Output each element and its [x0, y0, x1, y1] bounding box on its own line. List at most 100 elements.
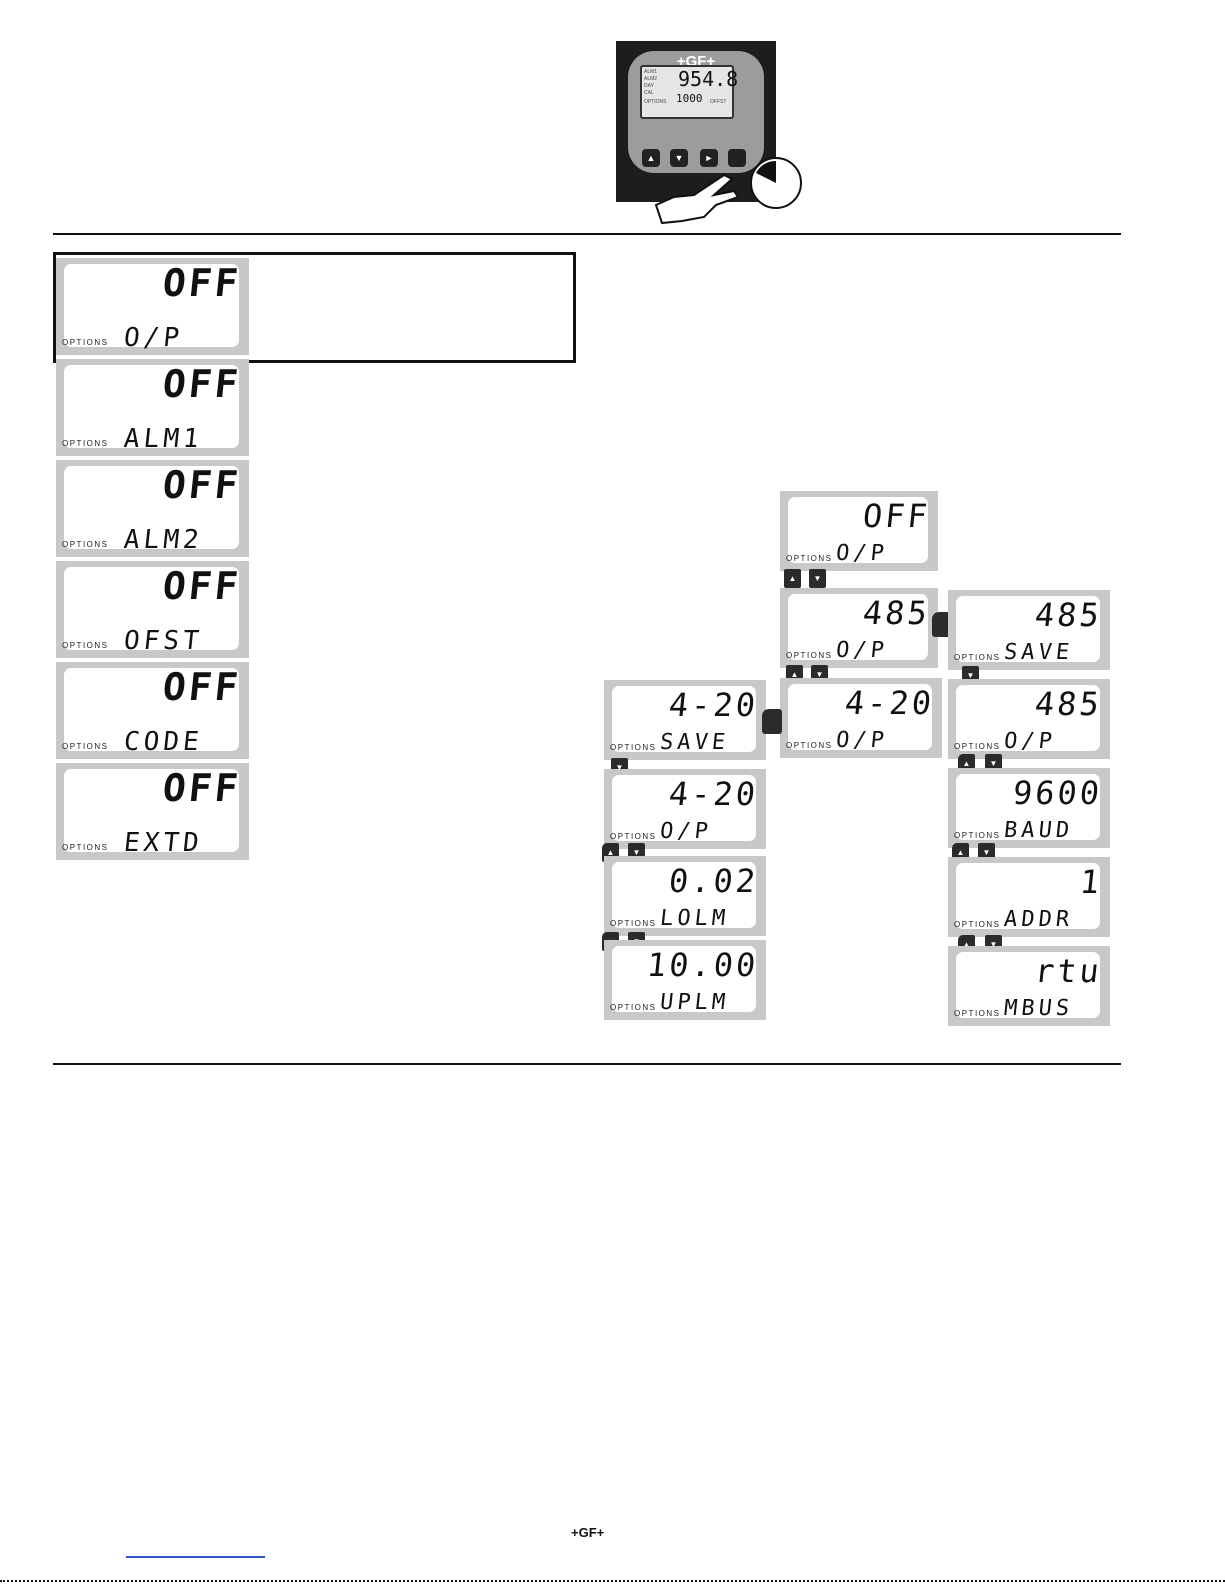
options-label: OPTIONS [954, 831, 1001, 840]
lcd-menu-alarm2[interactable]: OFF OPTIONS ALM2 [56, 460, 249, 557]
lcd-value: OFF [161, 564, 244, 608]
device-secondary-value: 1000 [676, 92, 703, 105]
lcd-value: 485 [861, 594, 932, 632]
lcd-face [788, 497, 928, 563]
lcd-value: OFF [161, 362, 244, 406]
lcd-value: 1 [1077, 863, 1104, 901]
down-key-icon: ▼ [809, 569, 826, 588]
lcd-label: O/P [122, 323, 185, 353]
hold-timer-icon [750, 157, 802, 209]
lcd-value: 4-20 [842, 684, 936, 722]
meter-device: +GF+ ALM1 ALM2 DAY CAL OPTIONS OFFST 954… [616, 41, 802, 225]
lcd-value: 10.00 [644, 946, 760, 984]
lcd-value: OFF [861, 497, 932, 535]
lcd-face [956, 596, 1100, 662]
lcd-flow-output-4-20[interactable]: 4-20 OPTIONS O/P [780, 678, 942, 758]
up-key-icon: ▲ [784, 569, 801, 588]
options-label: OPTIONS [610, 832, 657, 841]
lcd-label: BAUD [1002, 818, 1075, 843]
lcd-label: SAVE [658, 730, 731, 755]
down-button[interactable]: ▼ [670, 149, 688, 167]
lcd-face [64, 769, 239, 852]
lcd-flow-address[interactable]: 1 OPTIONS ADDR [948, 857, 1110, 937]
options-label: OPTIONS [954, 1009, 1001, 1018]
lcd-label: OFST [122, 626, 205, 656]
lcd-flow-save-485[interactable]: 485 OPTIONS SAVE [948, 590, 1110, 670]
lcd-label: O/P [658, 819, 714, 844]
lcd-menu-offset[interactable]: OFF OPTIONS OFST [56, 561, 249, 658]
lcd-value: 485 [1033, 596, 1104, 634]
enter-key-icon [762, 709, 782, 734]
lcd-menu-code[interactable]: OFF OPTIONS CODE [56, 662, 249, 759]
right-button[interactable]: ► [700, 149, 718, 167]
lcd-value: OFF [161, 665, 244, 709]
options-label: OPTIONS [62, 338, 109, 347]
lcd-face [956, 952, 1100, 1018]
lcd-value: 485 [1033, 685, 1104, 723]
options-label: OPTIONS [786, 741, 833, 750]
lcd-face [612, 946, 756, 1012]
pressing-hand-icon [654, 173, 740, 225]
lcd-flow-save-4-20[interactable]: 4-20 OPTIONS SAVE [604, 680, 766, 760]
lcd-face [612, 775, 756, 841]
lcd-value: 4-20 [666, 775, 760, 813]
footer-brand-logo: +GF+ [571, 1525, 605, 1540]
lcd-flow-output-off[interactable]: OFF OPTIONS O/P [780, 491, 938, 571]
options-label: OPTIONS [62, 641, 109, 650]
annunciator-alm1: ALM1 [644, 69, 658, 75]
bottom-divider [53, 1063, 1121, 1065]
lcd-label: ALM1 [122, 424, 205, 454]
footer-link-underline [126, 1556, 265, 1558]
lcd-label: ADDR [1002, 907, 1075, 932]
lcd-menu-output[interactable]: OFF OPTIONS O/P [56, 258, 249, 355]
lcd-face [956, 863, 1100, 929]
selected-item-frame [53, 252, 576, 363]
lcd-flow-modbus[interactable]: rtu OPTIONS MBUS [948, 946, 1110, 1026]
lcd-label: O/P [834, 541, 890, 566]
lcd-menu-alarm1[interactable]: OFF OPTIONS ALM1 [56, 359, 249, 456]
enter-button[interactable] [728, 149, 746, 167]
options-label: OPTIONS [610, 1003, 657, 1012]
lcd-flow-lower-limit[interactable]: 0.02 OPTIONS LOLM [604, 856, 766, 936]
lcd-face [612, 862, 756, 928]
lcd-label: ALM2 [122, 525, 205, 555]
lcd-flow-output-4-20-confirmed[interactable]: 4-20 OPTIONS O/P [604, 769, 766, 849]
options-label: OPTIONS [62, 439, 109, 448]
annunciator-cal: CAL [644, 90, 654, 96]
enter-key-icon [932, 612, 952, 637]
lcd-flow-baud-rate[interactable]: 9600 OPTIONS BAUD [948, 768, 1110, 848]
lcd-face [64, 668, 239, 751]
lcd-value: 0.02 [666, 862, 760, 900]
lcd-face [64, 365, 239, 448]
options-label: OPTIONS [62, 742, 109, 751]
lcd-label: MBUS [1002, 996, 1075, 1021]
lcd-label: SAVE [1002, 640, 1075, 665]
options-label: OPTIONS [610, 919, 657, 928]
annunciator-day: DAY [644, 83, 654, 89]
lcd-value: OFF [161, 766, 244, 810]
lcd-face [788, 594, 928, 660]
lcd-value: rtu [1033, 952, 1104, 990]
lcd-flow-output-485-confirmed[interactable]: 485 OPTIONS O/P [948, 679, 1110, 759]
top-divider [53, 233, 1121, 235]
annunciator-offset: OFFST [710, 99, 727, 105]
lcd-label: O/P [1002, 729, 1058, 754]
lcd-flow-upper-limit[interactable]: 10.00 OPTIONS UPLM [604, 940, 766, 1020]
options-label: OPTIONS [786, 651, 833, 660]
up-button[interactable]: ▲ [642, 149, 660, 167]
lcd-label: CODE [122, 727, 205, 757]
page-edge-dotted-line [0, 1580, 1225, 1582]
lcd-face [64, 567, 239, 650]
options-label: OPTIONS [62, 843, 109, 852]
annunciator-alm2: ALM2 [644, 76, 658, 82]
lcd-face [64, 466, 239, 549]
annunciator-options: OPTIONS [644, 99, 667, 105]
lcd-menu-extended[interactable]: OFF OPTIONS EXTD [56, 763, 249, 860]
lcd-value: OFF [161, 261, 244, 305]
options-label: OPTIONS [786, 554, 833, 563]
options-label: OPTIONS [62, 540, 109, 549]
options-label: OPTIONS [954, 742, 1001, 751]
lcd-face [612, 686, 756, 752]
lcd-flow-output-485[interactable]: 485 OPTIONS O/P [780, 588, 938, 668]
options-label: OPTIONS [954, 653, 1001, 662]
